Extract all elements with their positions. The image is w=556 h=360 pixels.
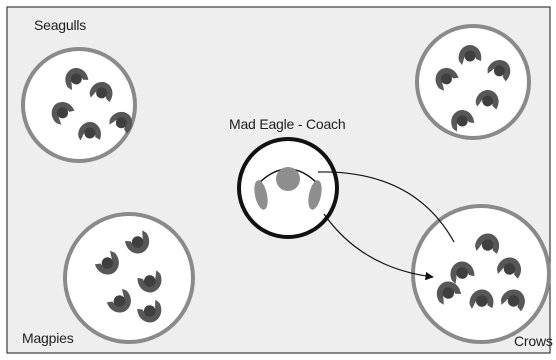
coach-label: Mad Eagle - Coach: [229, 116, 346, 132]
person-icon: [496, 257, 522, 279]
seagulls-members: [51, 68, 133, 141]
person-icon: [51, 101, 75, 125]
person-icon: [106, 288, 131, 313]
person-icon: [469, 289, 494, 309]
person-icon: [451, 110, 475, 132]
person-icon: [474, 233, 500, 254]
top-right-group-members: [435, 45, 511, 132]
top-right-group-circle: [415, 24, 531, 140]
person-icon: [78, 122, 101, 141]
coach-to-crows-arrow: [323, 213, 434, 281]
person-icon: [436, 281, 462, 305]
seagulls-circle: [21, 47, 137, 163]
coach-right-arm: [308, 180, 322, 210]
person-icon: [435, 68, 459, 91]
crows-circle: [411, 204, 551, 344]
crows-members: [436, 233, 525, 312]
coach-left-arm: [254, 180, 268, 210]
coach-to-crows-arrow-top: [317, 171, 455, 243]
person-icon: [475, 90, 499, 110]
magpies-circle: [63, 212, 195, 344]
person-icon: [137, 299, 162, 323]
magpies-members: [94, 230, 162, 323]
person-icon: [94, 250, 119, 275]
person-icon: [487, 59, 511, 82]
person-icon: [65, 68, 89, 91]
person-icon: [137, 270, 162, 293]
person-icon: [89, 82, 113, 103]
magpies-label: Magpies: [22, 330, 74, 346]
coach-figure: [237, 137, 339, 239]
person-icon: [458, 45, 482, 65]
person-icon: [450, 261, 475, 284]
person-icon: [124, 230, 150, 254]
seagulls-label: Seagulls: [34, 17, 87, 33]
person-icon: [109, 111, 133, 134]
coach-head: [276, 167, 300, 191]
person-icon: [500, 289, 525, 312]
crows-label: Crows: [514, 333, 553, 349]
